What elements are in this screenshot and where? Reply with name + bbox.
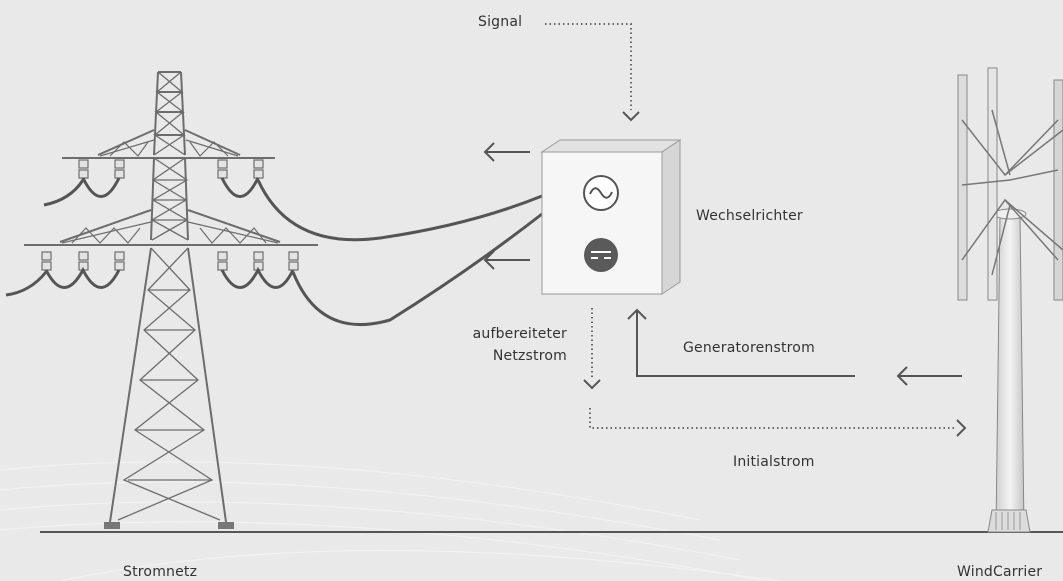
dc-icon (584, 238, 618, 272)
upper-insulators (78, 159, 264, 179)
arrow-left-upper (483, 142, 530, 162)
lower-insulators (41, 251, 299, 271)
processed-current-label-line2: Netzstrom (492, 348, 567, 364)
signal-arrow-head (622, 111, 640, 122)
insulators (41, 159, 299, 271)
initial-current-arrow-head (956, 419, 967, 437)
signal-label: Signal (478, 14, 523, 30)
processed-current-label-line1: aufbereiteter (472, 326, 567, 342)
arrow-left-lower (483, 250, 530, 270)
generator-current-arrow (627, 308, 855, 377)
ac-sine-icon (583, 175, 619, 211)
generator-current-label: Generatorenstrom (683, 340, 815, 356)
wind-turbine (957, 67, 1063, 533)
background-swooshes (0, 461, 781, 581)
initial-current-label: Initialstrom (733, 454, 815, 470)
inverter-box (540, 139, 682, 295)
initial-current-arrow (589, 408, 955, 429)
signal-arrow (545, 23, 632, 110)
windcarrier-label: WindCarrier (957, 564, 1043, 580)
transmission-tower (24, 71, 318, 529)
output-arrows (483, 142, 530, 270)
power-lines (5, 177, 543, 326)
generator-input-arrow (896, 366, 962, 386)
processed-current-arrow-head (583, 379, 601, 390)
grid-label: Stromnetz (123, 564, 198, 580)
inverter-label: Wechselrichter (696, 208, 803, 224)
